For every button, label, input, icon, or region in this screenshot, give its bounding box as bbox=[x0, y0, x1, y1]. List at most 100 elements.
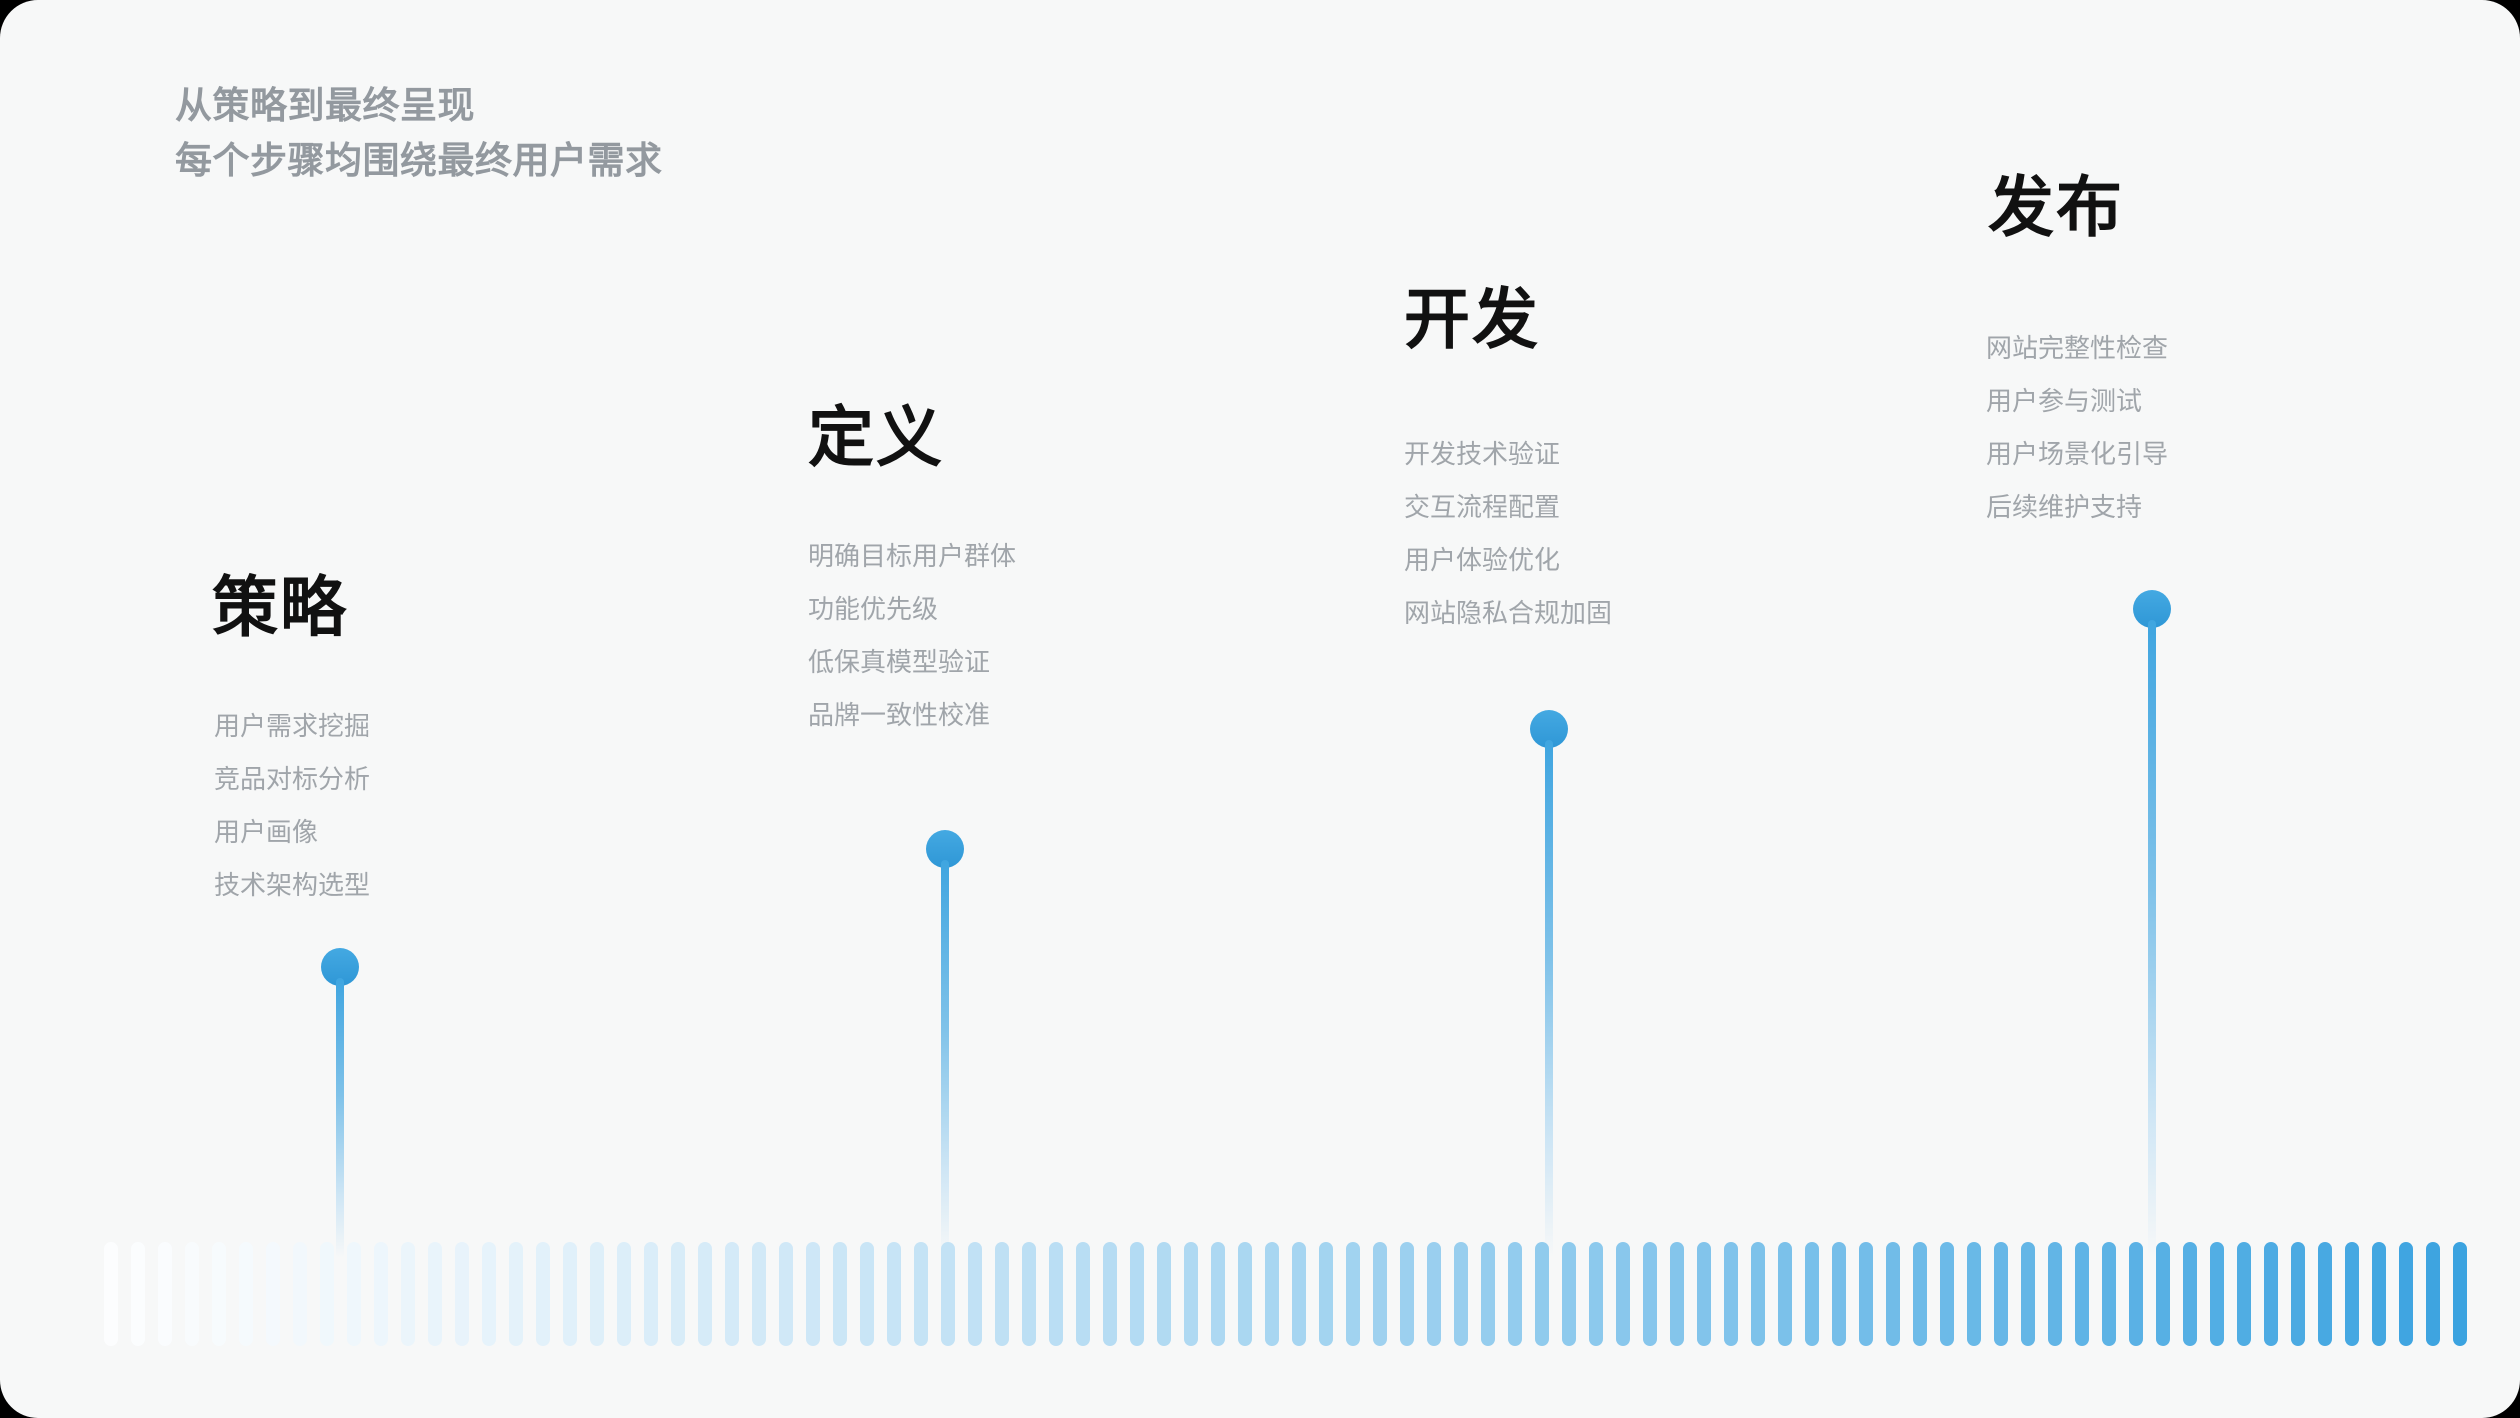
bar bbox=[1967, 1242, 1981, 1346]
stage-item: 网站完整性检查 bbox=[1986, 333, 2169, 363]
bar bbox=[968, 1242, 982, 1346]
milestone-pin-release[interactable] bbox=[2133, 590, 2171, 1266]
bar bbox=[2075, 1242, 2089, 1346]
bar bbox=[1319, 1242, 1333, 1346]
bar bbox=[1535, 1242, 1549, 1346]
bar bbox=[2345, 1242, 2359, 1346]
bar bbox=[779, 1242, 793, 1346]
bar bbox=[482, 1242, 496, 1346]
stage-item: 低保真模型验证 bbox=[808, 647, 991, 677]
milestone-stem bbox=[941, 860, 949, 1258]
bar bbox=[2372, 1242, 2386, 1346]
bar bbox=[752, 1242, 766, 1346]
bar bbox=[2399, 1242, 2413, 1346]
milestone-pin-develop[interactable] bbox=[1530, 710, 1568, 1266]
bar bbox=[1265, 1242, 1279, 1346]
bar bbox=[2048, 1242, 2062, 1346]
bar bbox=[1427, 1242, 1441, 1346]
header-line-2: 每个步骤均围绕最终用户需求 bbox=[175, 140, 663, 181]
bar bbox=[1643, 1242, 1657, 1346]
bar bbox=[1238, 1242, 1252, 1346]
stage-title-develop: 开发 bbox=[1404, 282, 1540, 356]
bar bbox=[1481, 1242, 1495, 1346]
stage-item: 用户需求挖掘 bbox=[214, 711, 371, 741]
bar bbox=[2129, 1242, 2143, 1346]
bar bbox=[347, 1242, 361, 1346]
stage-items-release: 网站完整性检查用户参与测试用户场景化引导后续维护支持 bbox=[1986, 322, 2168, 534]
bar bbox=[1022, 1242, 1036, 1346]
stage-item: 品牌一致性校准 bbox=[808, 700, 991, 730]
bar bbox=[1373, 1242, 1387, 1346]
bar bbox=[1400, 1242, 1414, 1346]
milestone-stem bbox=[336, 978, 344, 1258]
bar bbox=[1508, 1242, 1522, 1346]
bar bbox=[563, 1242, 577, 1346]
bar bbox=[239, 1242, 253, 1346]
milestone-stem bbox=[1545, 740, 1553, 1258]
bar bbox=[2264, 1242, 2278, 1346]
bar bbox=[1292, 1242, 1306, 1346]
stage-item: 用户参与测试 bbox=[1986, 386, 2143, 416]
stage-title-release: 发布 bbox=[1988, 170, 2124, 244]
bar bbox=[1697, 1242, 1711, 1346]
stage-item: 用户体验优化 bbox=[1404, 545, 1561, 575]
bar bbox=[455, 1242, 469, 1346]
bar bbox=[1778, 1242, 1792, 1346]
bar bbox=[671, 1242, 685, 1346]
bar bbox=[2426, 1242, 2440, 1346]
stage-items-develop: 开发技术验证交互流程配置用户体验优化网站隐私合规加固 bbox=[1404, 428, 1612, 640]
bar bbox=[1832, 1242, 1846, 1346]
bar bbox=[2291, 1242, 2305, 1346]
stage-item: 竞品对标分析 bbox=[214, 764, 371, 794]
bar bbox=[833, 1242, 847, 1346]
stage-item: 后续维护支持 bbox=[1986, 492, 2143, 522]
bar bbox=[2183, 1242, 2197, 1346]
stage-item: 用户画像 bbox=[214, 817, 319, 847]
bar bbox=[1130, 1242, 1144, 1346]
bar bbox=[1589, 1242, 1603, 1346]
stage-title-define: 定义 bbox=[808, 400, 944, 474]
bar bbox=[1076, 1242, 1090, 1346]
bar bbox=[1940, 1242, 1954, 1346]
bar bbox=[914, 1242, 928, 1346]
bar bbox=[1913, 1242, 1927, 1346]
bar bbox=[185, 1242, 199, 1346]
bar bbox=[2453, 1242, 2467, 1346]
milestone-pin-define[interactable] bbox=[926, 830, 964, 1266]
stage-item: 功能优先级 bbox=[808, 594, 939, 624]
bar bbox=[590, 1242, 604, 1346]
milestone-pin-strategy[interactable] bbox=[321, 948, 359, 1266]
bar bbox=[1562, 1242, 1576, 1346]
bar bbox=[320, 1242, 334, 1346]
bar bbox=[428, 1242, 442, 1346]
bar bbox=[1859, 1242, 1873, 1346]
bar bbox=[536, 1242, 550, 1346]
bar bbox=[887, 1242, 901, 1346]
bar bbox=[617, 1242, 631, 1346]
bar bbox=[806, 1242, 820, 1346]
bar bbox=[1346, 1242, 1360, 1346]
bar bbox=[995, 1242, 1009, 1346]
bar bbox=[1616, 1242, 1630, 1346]
stage-item: 用户场景化引导 bbox=[1986, 439, 2169, 469]
bar bbox=[1049, 1242, 1063, 1346]
bar bbox=[1805, 1242, 1819, 1346]
bar bbox=[644, 1242, 658, 1346]
bar bbox=[158, 1242, 172, 1346]
bar bbox=[2318, 1242, 2332, 1346]
milestone-stem bbox=[2148, 620, 2156, 1258]
bar bbox=[1103, 1242, 1117, 1346]
bar bbox=[2210, 1242, 2224, 1346]
header-line-1: 从策略到最终呈现 bbox=[175, 85, 475, 126]
bar bbox=[131, 1242, 145, 1346]
bar bbox=[2156, 1242, 2170, 1346]
stage-item: 明确目标用户群体 bbox=[808, 541, 1017, 571]
bar bbox=[2102, 1242, 2116, 1346]
bar bbox=[293, 1242, 307, 1346]
bar bbox=[1454, 1242, 1468, 1346]
stage-item: 技术架构选型 bbox=[214, 870, 371, 900]
bar bbox=[212, 1242, 226, 1346]
bar bbox=[374, 1242, 388, 1346]
bar bbox=[1994, 1242, 2008, 1346]
